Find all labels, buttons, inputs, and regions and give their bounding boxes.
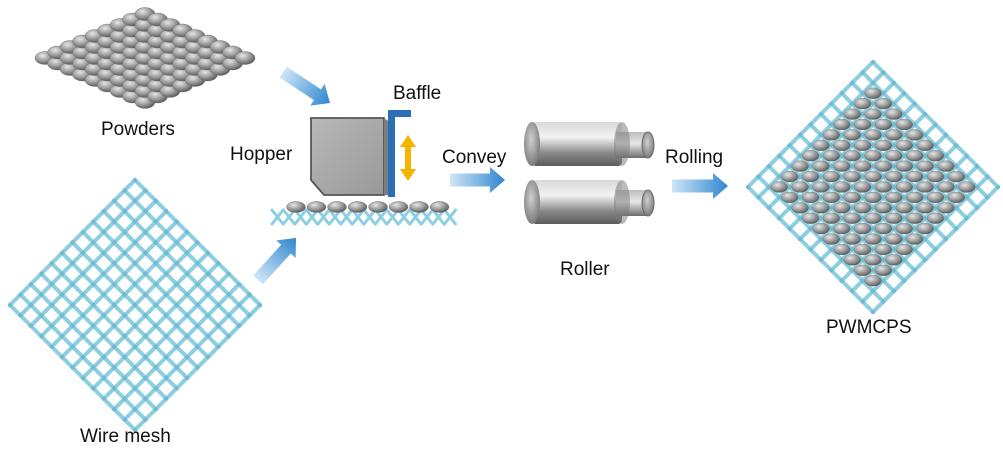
powder-layer-illustration — [34, 7, 256, 109]
rolling-arrow-icon — [672, 173, 728, 199]
hopper-label: Hopper — [230, 144, 293, 165]
pwmcps-product-illustration — [745, 59, 1001, 315]
roller-label: Roller — [560, 259, 610, 280]
convey-label: Convey — [442, 147, 507, 168]
pwmcps-label: PWMCPS — [826, 317, 912, 338]
baffle-label: Baffle — [393, 83, 442, 104]
roller-pair-illustration — [524, 122, 655, 224]
hopper-illustration — [310, 117, 390, 196]
rolling-label: Rolling — [665, 147, 724, 168]
powders-label: Powders — [101, 119, 175, 140]
powders-to-hopper-arrow-icon — [279, 66, 330, 106]
baffle-illustration — [388, 110, 411, 197]
wire-mesh-label: Wire mesh — [80, 426, 171, 447]
mesh-to-hopper-arrow-icon — [253, 238, 297, 285]
conveyor-mesh-strip — [270, 201, 457, 226]
wire-mesh-illustration — [7, 177, 263, 433]
double-headed-vertical-arrow-icon — [400, 135, 416, 181]
convey-arrow-icon — [450, 167, 505, 193]
